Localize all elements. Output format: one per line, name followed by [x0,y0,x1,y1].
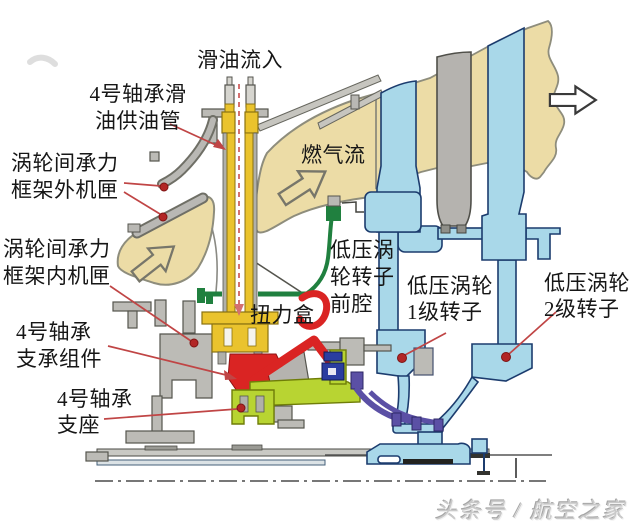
label-lpt-front-cavity: 低压涡 轮转子 前腔 [330,238,395,316]
oil-flow-arrowhead [234,304,244,316]
stage2-blade [481,26,527,261]
watermark-text: 头条号 / 航空之家 [434,498,626,523]
stage1-blade-root [364,191,422,233]
bearing-seat-lime [231,349,361,425]
label-gas-flow: 燃气流 [301,143,366,167]
torque-box-red-hook [296,290,331,330]
label-inner-case: 涡轮间承力 框架内机匣 [3,237,111,288]
label-bearing4-oil-pipe: 4号轴承滑 油供油管 [89,82,187,133]
paper-smudge [27,54,58,67]
rotor-discs [366,225,561,475]
lpt-blades [364,26,527,261]
stator-vane [436,51,472,227]
bearing-rollers-navy [321,351,345,381]
gas-flow-blob [253,91,379,234]
gas-flow-arrow-inner [130,245,176,283]
outer-casing-strips [256,74,384,132]
stage2-disc [471,343,533,382]
seal-links-purple [350,371,444,432]
oil-supply-pipe [201,76,279,365]
label-bearing4-support-assembly: 4号轴承 支承组件 [16,320,102,371]
inner-case-gas-blob [116,192,216,286]
label-lpt-stage1-rotor: 低压涡轮 1级转子 [407,274,493,324]
label-oil-inflow: 滑油流入 [197,48,283,72]
leader-dots [158,182,511,413]
bearing-hub [366,423,490,475]
exit-flow-arrow [548,84,598,116]
gas-flow-arrow-upper [277,169,328,207]
torque-box-outline [197,195,341,304]
label-bearing4-support-seat: 4号轴承 支座 [57,387,133,437]
stage2-outer-seal [525,227,561,260]
leader-arrowhead-assembly [224,370,237,380]
leader-arrowhead-pipe [213,139,226,150]
label-lpt-stage2-rotor: 低压涡轮 2级转子 [544,271,630,321]
label-outer-case: 涡轮间承力 框架外机匣 [11,151,119,202]
leader-lines [103,123,557,420]
label-torque-box: 扭力盒 [250,303,315,327]
